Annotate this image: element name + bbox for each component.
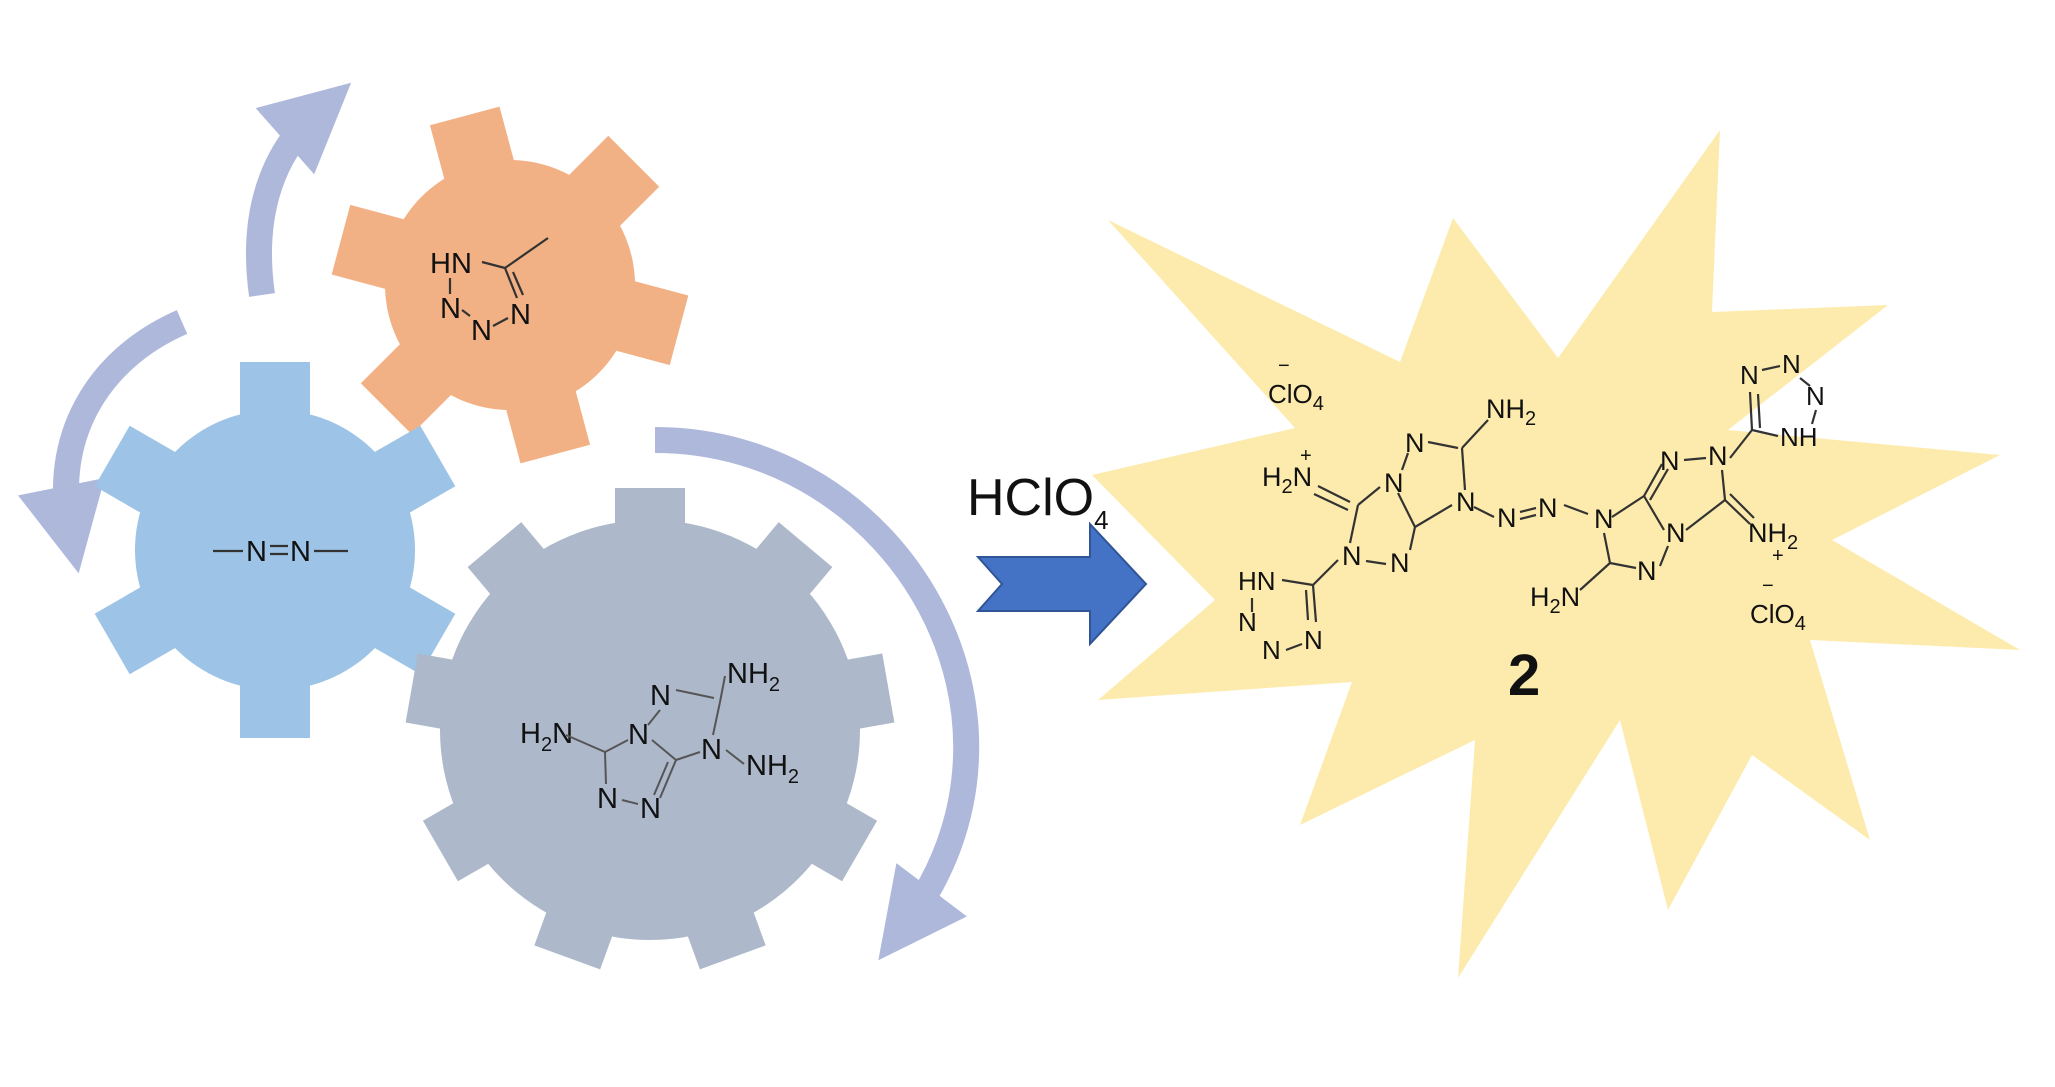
cycle-arrow-top — [246, 82, 352, 297]
atom-n: N — [246, 536, 267, 568]
atom-n: N — [1538, 493, 1558, 523]
atom-n: N — [1806, 381, 1825, 411]
triazolotriazole-structure: N NH2 H2N N N NH2 N N — [520, 658, 799, 825]
cycle-arrow-right — [654, 427, 980, 961]
atom-n: N — [650, 680, 671, 712]
atom-n: N — [701, 734, 722, 766]
atom-n: N — [1666, 518, 1686, 548]
charge-minus: − — [1762, 575, 1774, 597]
azo-gear — [94, 362, 456, 738]
atom-n: N — [1390, 548, 1410, 578]
atom-n: N — [1405, 428, 1425, 458]
atom-n: N — [628, 719, 649, 751]
product-burst — [1092, 130, 2020, 978]
tetrazole-nh: NH — [1780, 422, 1818, 452]
azo-structure: N N — [213, 536, 348, 568]
charge-minus: − — [1278, 355, 1290, 377]
atom-hn: HN — [430, 248, 472, 280]
cycle-arrow-left — [18, 310, 188, 574]
atom-n: N — [1262, 635, 1281, 665]
amine-nh2-top: NH2 — [727, 658, 780, 696]
triazolotriazole-gear — [405, 488, 895, 970]
atom-n: N — [1384, 468, 1404, 498]
tetrazole-hn: HN — [1238, 566, 1276, 596]
product-structure: − ClO4 − ClO4 H2N + NH2 N N N N N HN N N… — [1238, 349, 1825, 708]
amine-h2n: H2N — [1530, 582, 1580, 618]
reaction-arrow — [975, 521, 1148, 647]
iminium-left: H2N — [1262, 462, 1312, 498]
charge-plus: + — [1772, 545, 1784, 567]
amine-nh2-right: NH2 — [746, 750, 799, 788]
reagent-label: HClO4 — [967, 469, 1109, 535]
amine-nh2: NH2 — [1486, 394, 1536, 430]
atom-n: N — [1238, 607, 1257, 637]
atom-n: N — [510, 299, 531, 331]
iminium-right: NH2 — [1748, 518, 1798, 554]
perchlorate-right: ClO4 — [1750, 599, 1806, 635]
amine-h2n-left: H2N — [520, 718, 573, 756]
perchlorate-left: ClO4 — [1268, 379, 1324, 415]
atom-n: N — [1304, 625, 1323, 655]
charge-plus: + — [1300, 445, 1312, 467]
compound-label: 2 — [1508, 643, 1540, 708]
atom-n: N — [1782, 349, 1801, 379]
atom-n: N — [1660, 446, 1680, 476]
atom-n: N — [640, 793, 661, 825]
atom-n: N — [1342, 541, 1362, 571]
atom-n: N — [597, 783, 618, 815]
atom-n: N — [440, 293, 461, 325]
atom-n: N — [471, 315, 492, 347]
atom-n: N — [1708, 441, 1728, 471]
atom-n: N — [1497, 503, 1517, 533]
atom-n: N — [290, 536, 311, 568]
atom-n: N — [1456, 487, 1476, 517]
atom-n: N — [1594, 504, 1614, 534]
atom-n: N — [1637, 556, 1657, 586]
atom-n: N — [1740, 360, 1759, 390]
tetrazole-gear — [331, 106, 689, 464]
tetrazole-structure: HN N N N — [430, 237, 549, 347]
